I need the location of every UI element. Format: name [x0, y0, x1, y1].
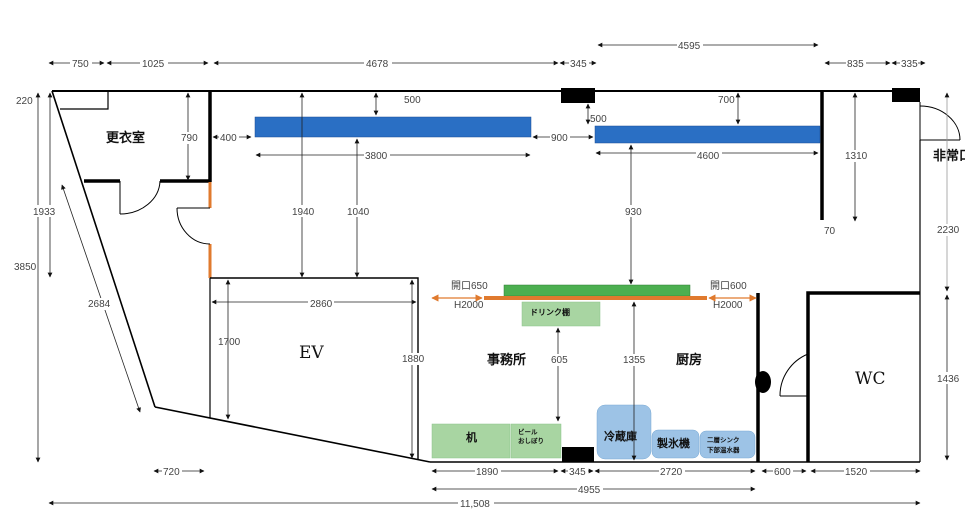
sink-label-2: 下部温水器 — [707, 445, 740, 454]
dim-11508: 11,508 — [460, 499, 490, 510]
dim-4595: 4595 — [678, 41, 701, 52]
column-bottom — [562, 447, 594, 462]
dim-605: 605 — [551, 355, 568, 366]
opening-right-height: H2000 — [713, 300, 743, 311]
desk — [431, 423, 511, 459]
dim-930: 930 — [625, 207, 642, 218]
room-emergency-exit: 非常口 — [933, 148, 965, 164]
dim-4678: 4678 — [366, 59, 389, 70]
duct-right — [594, 125, 821, 144]
room-office: 事務所 — [487, 352, 526, 368]
ice-machine-label: 製氷機 — [656, 436, 690, 450]
refrigerator — [596, 404, 652, 460]
sink-label-1: 二層シンク — [707, 435, 740, 444]
dim-1040: 1040 — [347, 207, 370, 218]
dim-900: 900 — [551, 133, 568, 144]
dim-2684: 2684 — [88, 299, 111, 310]
dim-1880: 1880 — [402, 354, 425, 365]
column-top-right — [892, 88, 920, 102]
dim-400: 400 — [220, 133, 237, 144]
dim-1436: 1436 — [937, 374, 960, 385]
dim-500-right: 500 — [590, 114, 607, 125]
dim-4600: 4600 — [697, 151, 720, 162]
dim-1933: 1933 — [33, 207, 56, 218]
beer-label: ビール — [518, 427, 538, 436]
dim-2720: 2720 — [660, 467, 683, 478]
dim-1520: 1520 — [845, 467, 868, 478]
dim-1940: 1940 — [292, 207, 315, 218]
room-kitchen: 厨房 — [676, 352, 702, 368]
dim-600: 600 — [774, 467, 791, 478]
ice-machine — [651, 429, 700, 459]
room-ev: EV — [299, 343, 324, 363]
dim-1025: 1025 — [142, 59, 165, 70]
counter — [503, 284, 691, 297]
dim-3850: 3850 — [14, 262, 37, 273]
dim-220: 220 — [16, 96, 33, 107]
dim-500-left: 500 — [404, 95, 421, 106]
dim-835: 835 — [847, 59, 864, 70]
room-changing: 更衣室 — [106, 130, 145, 146]
duct-left — [254, 116, 532, 138]
dim-750: 750 — [72, 59, 89, 70]
dim-1310: 1310 — [845, 151, 868, 162]
partition-orange — [484, 296, 707, 300]
sink — [699, 430, 756, 459]
dim-335: 335 — [901, 59, 918, 70]
drink-shelf — [521, 301, 601, 327]
drink-shelf-label: ドリンク棚 — [530, 307, 570, 317]
dim-700: 700 — [718, 95, 735, 106]
dim-720: 720 — [163, 467, 180, 478]
opening-left-height: H2000 — [454, 300, 484, 311]
room-wc: WC — [855, 369, 885, 389]
desk-label: 机 — [466, 430, 477, 444]
dim-2230: 2230 — [937, 225, 960, 236]
opening-left-label: 開口650 — [451, 280, 488, 292]
dim-3800: 3800 — [365, 151, 388, 162]
dim-790: 790 — [181, 133, 198, 144]
dim-1890: 1890 — [476, 467, 499, 478]
beer-oshibori — [510, 423, 562, 459]
dim-345-bottom: 345 — [569, 467, 586, 478]
refrigerator-label: 冷蔵庫 — [604, 429, 637, 443]
dimension-labels: 750 1025 4678 345 4595 835 335 220 1933 … — [13, 39, 962, 510]
column-top — [561, 88, 595, 103]
dim-4955: 4955 — [578, 485, 601, 496]
oshibori-label: おしぼり — [518, 436, 544, 445]
opening-right-label: 開口600 — [710, 280, 747, 292]
dim-1700: 1700 — [218, 337, 241, 348]
dim-345-top: 345 — [570, 59, 587, 70]
dim-70: 70 — [824, 226, 836, 237]
walls — [51, 88, 961, 463]
dim-2860: 2860 — [310, 299, 333, 310]
dim-1355: 1355 — [623, 355, 646, 366]
